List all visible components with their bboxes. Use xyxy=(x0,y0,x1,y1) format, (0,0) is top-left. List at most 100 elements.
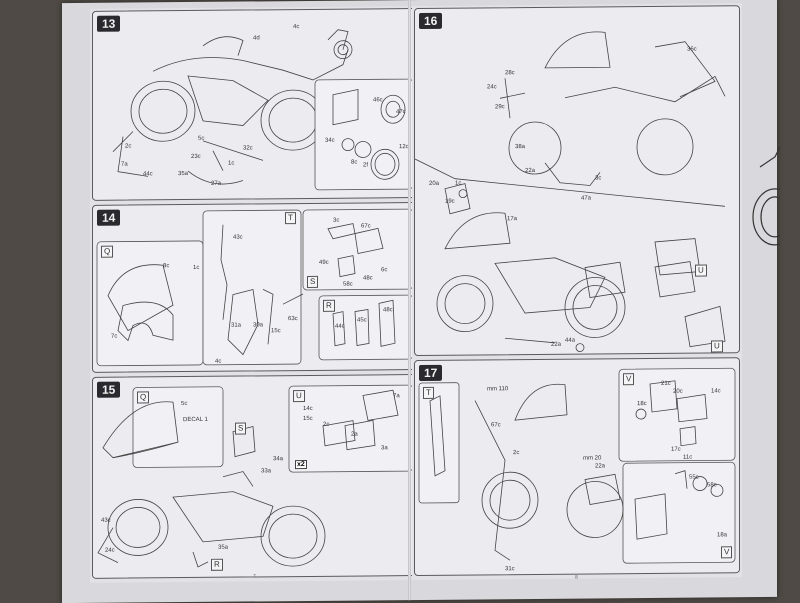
box-letter: S xyxy=(307,275,319,288)
step-16-panel: 16 xyxy=(414,5,740,357)
page-number: 7 xyxy=(253,573,256,580)
next-page-edge-drawing xyxy=(752,146,780,246)
part-label: 23c xyxy=(191,153,201,160)
part-label: 19c xyxy=(445,198,455,205)
box-letter: Q xyxy=(137,391,150,404)
quantity-multiplier: x2 xyxy=(295,459,307,470)
part-label: 3c xyxy=(595,175,602,182)
right-page: 16 xyxy=(412,3,742,581)
step-17-panel: 17 xyxy=(414,357,740,577)
step-15-panel: 15 xyxy=(92,374,418,579)
part-label: 18a xyxy=(717,532,728,539)
part-label: 22a xyxy=(595,463,606,470)
part-label: 35a xyxy=(178,171,189,178)
box-letter: T xyxy=(285,212,296,225)
part-label: 5c xyxy=(181,401,188,408)
part-label: 49c xyxy=(319,259,329,266)
part-label: 58c xyxy=(707,482,717,489)
part-label: 55c xyxy=(689,474,699,481)
part-label: 6c xyxy=(381,267,388,274)
part-label: 24c xyxy=(105,547,115,554)
part-label: 44a xyxy=(565,337,576,344)
part-label: 20a xyxy=(429,180,440,187)
part-label: 5c xyxy=(198,135,205,142)
part-label: 17a xyxy=(507,216,518,223)
part-label: 46c xyxy=(373,97,383,104)
part-label: 48c xyxy=(363,275,373,282)
instruction-sheet: 13 xyxy=(62,0,780,603)
step-13-drawing xyxy=(112,29,414,191)
part-label: 7a xyxy=(393,393,400,400)
box-letter: U xyxy=(711,340,723,353)
part-label: 1c xyxy=(228,160,235,167)
part-label: 2c xyxy=(323,421,330,428)
measurement-label: mm 110 xyxy=(487,386,509,393)
left-page: 13 xyxy=(90,5,420,583)
box-letter: V xyxy=(623,373,635,386)
part-label: 17c xyxy=(671,446,681,453)
step-13-panel: 13 xyxy=(92,8,418,201)
step-14-drawing xyxy=(96,208,414,367)
box-letter: U xyxy=(695,264,707,277)
part-label: 15c xyxy=(303,415,313,423)
part-label: 7c xyxy=(111,333,118,340)
part-label: 24c xyxy=(487,84,497,91)
part-label: 2f xyxy=(363,162,369,169)
part-label: 8c xyxy=(163,263,170,270)
step-14-panel: 14 xyxy=(92,202,418,373)
step-16-drawing xyxy=(415,31,726,352)
part-label: 34a xyxy=(273,456,284,463)
part-label: 29c xyxy=(495,104,505,111)
part-label: 38a xyxy=(515,144,526,151)
box-letter: R xyxy=(323,299,335,312)
part-label: 47c xyxy=(396,109,406,116)
part-label: 2c xyxy=(513,450,520,457)
box-letter: U xyxy=(293,390,305,403)
part-label: 11c xyxy=(683,454,693,461)
part-label: 47a xyxy=(581,195,592,202)
part-label: 33a xyxy=(261,468,272,475)
part-label: 31c xyxy=(505,566,515,573)
part-label: 7a xyxy=(121,161,128,168)
part-label: 43c xyxy=(101,517,111,524)
part-label: 20c xyxy=(673,388,683,395)
part-label: 18c xyxy=(637,401,647,408)
box-letter: T xyxy=(423,386,434,399)
part-label: 8c xyxy=(351,159,358,166)
step-17-drawing xyxy=(418,367,736,564)
part-label: 22a xyxy=(551,341,562,348)
part-label: 63c xyxy=(288,316,298,323)
part-label: 58c xyxy=(343,281,353,288)
part-label: 67c xyxy=(491,422,501,429)
part-label: 43c xyxy=(233,234,243,241)
part-label: 30a xyxy=(253,322,264,329)
measurement-label: mm 20 xyxy=(583,455,602,462)
part-label: 28c xyxy=(505,70,515,77)
part-label: 31a xyxy=(231,322,242,329)
part-label: 4c xyxy=(215,358,222,365)
part-label: 3c xyxy=(333,217,340,224)
part-label: 4c xyxy=(293,24,300,31)
page-fold xyxy=(408,0,411,601)
box-letter: R xyxy=(211,558,223,571)
box-letter: V xyxy=(721,546,733,559)
part-label: 14c xyxy=(711,388,721,395)
part-label: 32c xyxy=(243,145,253,152)
part-label: 4d xyxy=(253,35,260,42)
part-label: 1c xyxy=(193,264,200,271)
box-letter: S xyxy=(235,422,247,435)
part-label: 35a xyxy=(218,544,229,551)
part-label: 27a xyxy=(211,180,222,187)
part-label: 21c xyxy=(661,380,671,387)
part-label: 22a xyxy=(525,167,536,175)
decal-label: DECAL 1 xyxy=(183,416,208,424)
page-number: 8 xyxy=(575,574,578,581)
part-label: 15c xyxy=(271,328,281,335)
part-label: 45c xyxy=(357,317,367,324)
part-label: 44c xyxy=(143,171,153,178)
part-label: 2c xyxy=(125,143,132,150)
part-label: 2a xyxy=(351,431,358,438)
part-label: 44c xyxy=(335,323,345,330)
part-label: 67c xyxy=(361,223,371,230)
box-letter: Q xyxy=(101,245,114,258)
